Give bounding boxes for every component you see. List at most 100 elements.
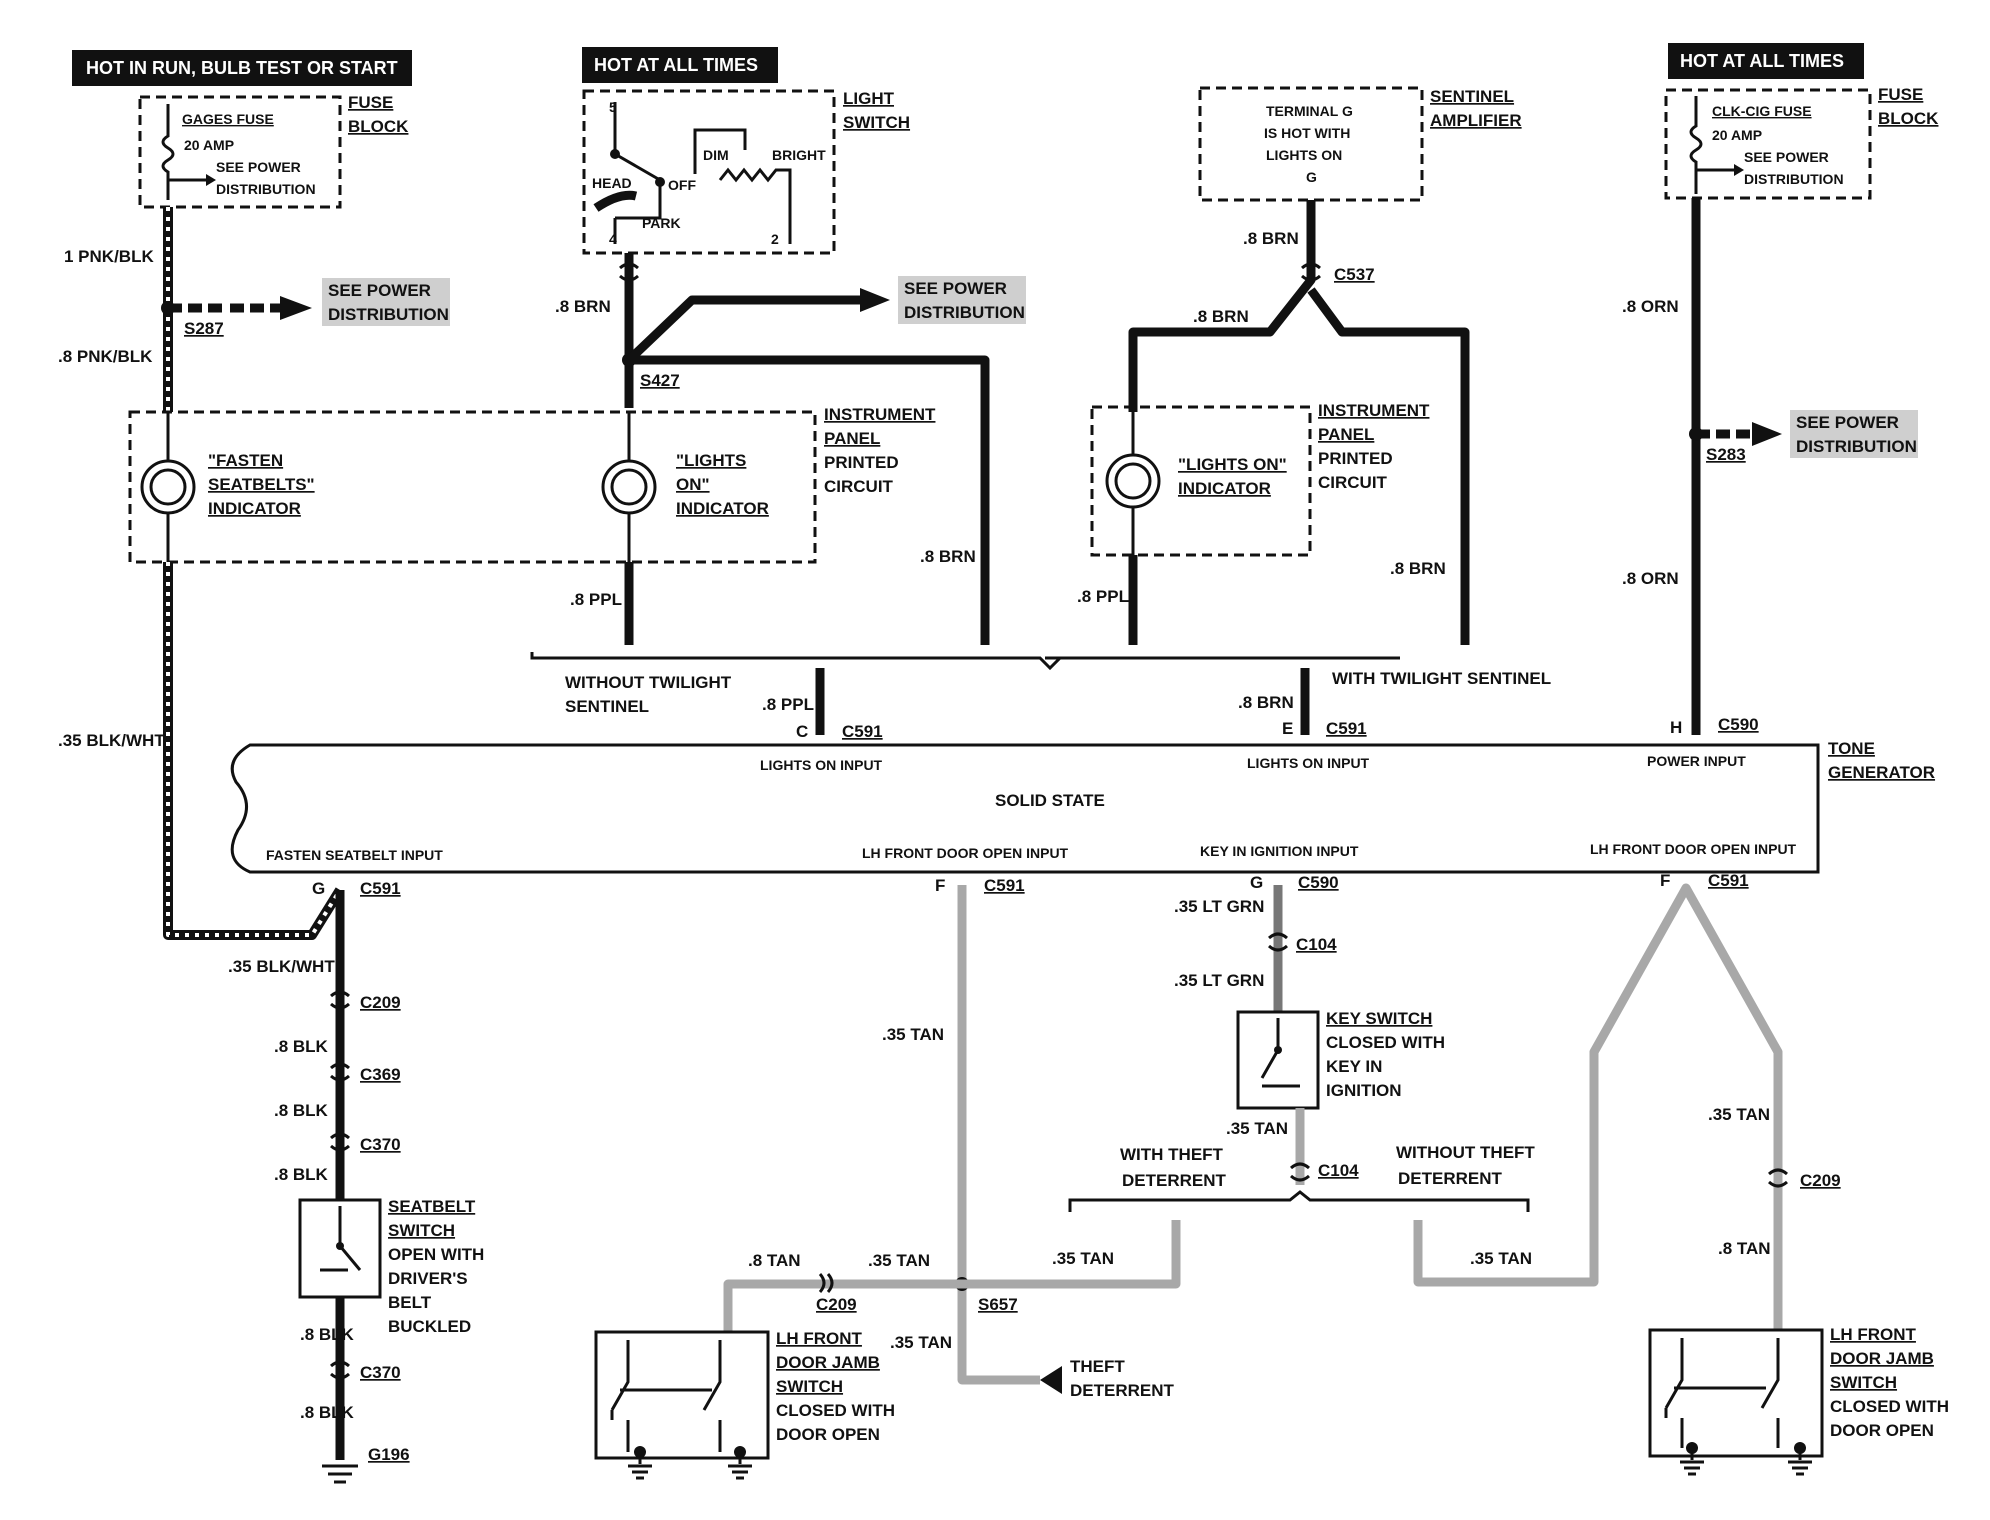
- wire-8blk-e: .8 BLK: [300, 1403, 355, 1422]
- fasten-seatbelts-bulb: [140, 412, 196, 562]
- pin-h: H: [1670, 718, 1682, 737]
- ipc-left-4: CIRCUIT: [824, 477, 894, 496]
- door-sw-a3: SWITCH: [776, 1377, 843, 1396]
- sentinel-wire: [1128, 200, 1470, 645]
- door-switch-a-gnd-dot-2: [734, 1446, 746, 1458]
- clk-fuse-amp: 20 AMP: [1712, 127, 1762, 143]
- blk-wht-stripe: [166, 562, 342, 937]
- wire-8blk-d: .8 BLK: [300, 1325, 355, 1344]
- wire-8orn-b: .8 ORN: [1622, 569, 1679, 588]
- power-input: POWER INPUT: [1647, 753, 1746, 769]
- wire-8brn-f: .8 BRN: [1238, 693, 1294, 712]
- door-sw-b4: CLOSED WITH: [1830, 1397, 1949, 1416]
- door-switch-a-contacts: [610, 1340, 722, 1452]
- key-sw-4: IGNITION: [1326, 1081, 1402, 1100]
- door-switch-b-gnd-dot-2: [1794, 1442, 1806, 1454]
- seatbelt-sw-2: SWITCH: [388, 1221, 455, 1240]
- pin-g1: G: [312, 879, 325, 898]
- s427-arrow: [860, 288, 890, 312]
- door-sw-a2: DOOR JAMB: [776, 1353, 880, 1372]
- g196-ground-icon: [322, 1464, 358, 1484]
- solid-state: SOLID STATE: [995, 791, 1105, 810]
- wire-8tan-b: .8 TAN: [1718, 1239, 1771, 1258]
- wire-8blk-a: .8 BLK: [274, 1037, 329, 1056]
- lights-on-b1: "LIGHTS ON": [1178, 455, 1287, 474]
- clk-arrow-head: [1734, 164, 1744, 176]
- door-sw-a4: CLOSED WITH: [776, 1401, 895, 1420]
- c591-b: C591: [1326, 719, 1367, 738]
- s283-arrow: [1752, 422, 1782, 446]
- without-theft-2: DETERRENT: [1398, 1169, 1503, 1188]
- hot-at-all-times-tag-1: [582, 47, 778, 83]
- hot-in-run-text: HOT IN RUN, BULB TEST OR START: [86, 58, 398, 78]
- wire-8ppl-b: .8 PPL: [1077, 587, 1129, 606]
- see-power-dist-2b: DISTRIBUTION: [904, 303, 1025, 322]
- sentinel-amp-2: AMPLIFIER: [1430, 111, 1522, 130]
- ls-dim: DIM: [703, 147, 729, 163]
- lights-on-a2: ON": [676, 475, 710, 494]
- lh-door-input-1: LH FRONT DOOR OPEN INPUT: [862, 845, 1069, 861]
- lh-door-input-2: LH FRONT DOOR OPEN INPUT: [1590, 841, 1797, 857]
- c590-a: C590: [1718, 715, 1759, 734]
- key-sw-1: KEY SWITCH: [1326, 1009, 1432, 1028]
- door-sw-b5: DOOR OPEN: [1830, 1421, 1934, 1440]
- ls-off: OFF: [668, 177, 696, 193]
- hot-at-all-times-text-1: HOT AT ALL TIMES: [594, 55, 758, 75]
- wire-35tan-b: .35 TAN: [890, 1333, 952, 1352]
- tan-s657-to-theft: [962, 1220, 1181, 1289]
- light-switch-label: LIGHT: [843, 89, 895, 108]
- gages-fuse-symbol: [161, 104, 175, 200]
- theft-1: THEFT: [1070, 1357, 1125, 1376]
- hot-in-run-tag: [72, 50, 412, 86]
- ipc-right-2: PANEL: [1318, 425, 1374, 444]
- wire-35tan-a: .35 TAN: [882, 1025, 944, 1044]
- c370-a: C370: [360, 1135, 401, 1154]
- ls-terminal-5: 5: [609, 99, 617, 115]
- seatbelt-sw-1: SEATBELT: [388, 1197, 476, 1216]
- tan-without-theft: [1413, 883, 1783, 1330]
- door-sw-b3: SWITCH: [1830, 1373, 1897, 1392]
- lights-on-a3: INDICATOR: [676, 499, 769, 518]
- wire-35ltgrn-b: .35 LT GRN: [1174, 971, 1264, 990]
- ipc-right-box: [1090, 405, 1312, 557]
- clk-fuse-box: [1664, 88, 1872, 200]
- seatbelt-switch-pivot: [336, 1242, 344, 1250]
- theft-deterrent-arrow: [1040, 1366, 1062, 1394]
- gages-arrow-head: [206, 174, 216, 186]
- g196: G196: [368, 1445, 410, 1464]
- lights-on-a1: "LIGHTS: [676, 451, 746, 470]
- wire-8ppl-c: .8 PPL: [762, 695, 814, 714]
- wire-8brn-b: .8 BRN: [920, 547, 976, 566]
- ls-bright: BRIGHT: [772, 147, 826, 163]
- see-power-dist-3b: DISTRIBUTION: [1796, 437, 1917, 456]
- ipc-left-1: INSTRUMENT: [824, 405, 936, 424]
- pin-f2: F: [1660, 871, 1670, 890]
- seatbelt-sw-5: BELT: [388, 1293, 432, 1312]
- c209-b: C209: [816, 1295, 857, 1314]
- ls-head: HEAD: [592, 175, 632, 191]
- c209-c: C209: [1800, 1171, 1841, 1190]
- clk-distribution: DISTRIBUTION: [1744, 171, 1844, 187]
- wire-35tan-c: .35 TAN: [868, 1251, 930, 1270]
- lights-on-input-2: LIGHTS ON INPUT: [1247, 755, 1370, 771]
- gages-fuse-box: [138, 95, 342, 209]
- c104-a: C104: [1296, 935, 1337, 954]
- wire-8brn-e: .8 BRN: [1390, 559, 1446, 578]
- wire-8orn-a: .8 ORN: [1622, 297, 1679, 316]
- pin-g2: G: [1250, 873, 1263, 892]
- ls-head-arc: [593, 190, 638, 212]
- s427-right-branch: [629, 355, 990, 645]
- seatbelt-sw-4: DRIVER'S: [388, 1269, 468, 1288]
- wire-35ltgrn-a: .35 LT GRN: [1174, 897, 1264, 916]
- door-jamb-switch-a: [594, 1330, 770, 1460]
- wire-8tan-a: .8 TAN: [748, 1251, 801, 1270]
- connector-marks: [330, 262, 1788, 1380]
- pin-f1: F: [935, 876, 945, 895]
- see-power-dist-1a: SEE POWER: [328, 281, 431, 300]
- without-twilight-2: SENTINEL: [565, 697, 649, 716]
- tan-s657-to-switch: [723, 1279, 962, 1332]
- wire-35blkwht-b: .35 BLK/WHT: [228, 957, 335, 976]
- wire-8pnkblk-label: .8 PNK/BLK: [58, 347, 153, 366]
- ipc-left-3: PRINTED: [824, 453, 899, 472]
